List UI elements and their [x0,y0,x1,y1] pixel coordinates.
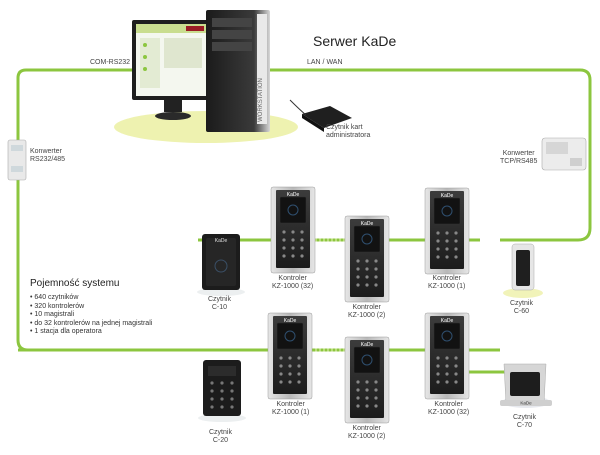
reader-c10 [197,234,245,296]
converter-right-label-line2: TCP/RS485 [500,158,538,165]
controller-4-brand: KaDe [284,318,297,324]
controller-6-label: Kontroler KZ-1000 (32) [428,401,469,417]
tower-brand: WORKSTATION [258,78,264,122]
capacity-item: 320 kontrolerów [30,303,152,312]
controller-3 [424,187,470,275]
controller-1-label-line1: Kontroler [278,275,307,282]
controller-1-label: Kontroler KZ-1000 (32) [272,275,313,291]
converter-right-label-line1: Konwerter [502,150,535,157]
controller-5-label: Kontroler KZ-1000 (2) [348,425,385,441]
reader-c20-label-line2: C-20 [212,437,229,444]
capacity-item: 1 stacja dla operatora [30,328,152,337]
capacity-item: do 32 kontrolerów na jednej magistrali [30,320,152,329]
controller-6-label-line1: Kontroler [434,401,463,408]
controller-1 [270,186,316,274]
controller-6-label-line2: KZ-1000 (32) [428,409,470,416]
controller-4-label-line1: Kontroler [276,401,305,408]
controller-5 [344,336,390,424]
reader-c10-label-line2: C-10 [211,304,228,311]
controller-4 [267,312,313,400]
admin-reader-cable [289,99,307,116]
reader-c60-label-line1: Czytnik [510,300,533,307]
admin-reader-label-line1: Czytnik kart [326,124,363,131]
reader-c10-label: Czytnik C-10 [208,296,231,312]
controller-1-brand: KaDe [287,192,300,198]
capacity-list: 640 czytników 320 kontrolerów 10 magistr… [30,294,152,337]
reader-c20 [198,360,246,422]
admin-reader-label: Czytnik kart administratora [326,124,370,140]
controller-3-label-line2: KZ-1000 (1) [428,283,466,290]
reader-c70-brand: KaDe [520,401,532,406]
controller-2-label-line2: KZ-1000 (2) [348,312,386,319]
reader-c20-label: Czytnik C-20 [209,429,232,445]
capacity-item: 10 magistrali [30,311,152,320]
converter-left-label-line1: Konwerter [30,148,62,155]
reader-c10-label-line1: Czytnik [208,296,231,303]
bus-top [16,68,592,242]
reader-c20-label-line1: Czytnik [209,429,232,436]
converter-right-label: Konwerter TCP/RS485 [500,150,537,166]
monitor [132,20,210,120]
reader-c70-label-line1: Czytnik [513,414,536,421]
controller-3-brand: KaDe [441,193,454,199]
converter-left [7,139,27,181]
capacity-title: Pojemność systemu [30,278,120,289]
lan-link-label: LAN / WAN [307,59,343,66]
reader-c60 [503,243,543,298]
controller-5-label-line2: KZ-1000 (2) [348,433,386,440]
controller-3-label: Kontroler KZ-1000 (1) [428,275,465,291]
controller-5-label-line1: Kontroler [352,425,381,432]
reader-c60-label: Czytnik C-60 [510,300,533,316]
controller-2 [344,215,390,303]
controller-6-brand: KaDe [441,318,454,324]
converter-left-label-line2: RS232/485 [30,156,66,163]
controller-5-brand: KaDe [361,342,374,348]
server-title: Serwer KaDe [313,33,397,49]
admin-reader-label-line2: administratora [326,132,371,139]
reader-c70-label-line2: C-70 [516,422,533,429]
com-link-label: COM-RS232 [90,59,131,66]
controller-2-label: Kontroler KZ-1000 (2) [348,304,385,320]
reader-c70 [500,363,552,408]
reader-c70-label: Czytnik C-70 [513,414,536,430]
controller-2-brand: KaDe [361,221,374,227]
controller-4-label-line2: KZ-1000 (1) [272,409,310,416]
admin-card-reader [302,106,352,132]
reader-c10-brand: KaDe [215,238,228,244]
controller-3-label-line1: Kontroler [432,275,461,282]
controller-4-label: Kontroler KZ-1000 (1) [272,401,309,417]
converter-right [541,137,587,171]
controller-6 [424,312,470,400]
reader-c60-label-line2: C-60 [513,308,530,315]
converter-left-label: Konwerter RS232/485 [30,148,65,164]
controller-2-label-line1: Kontroler [352,304,381,311]
capacity-item: 640 czytników [30,294,152,303]
workstation-tower: WORKSTATION [206,10,270,132]
controller-1-label-line2: KZ-1000 (32) [272,283,314,290]
